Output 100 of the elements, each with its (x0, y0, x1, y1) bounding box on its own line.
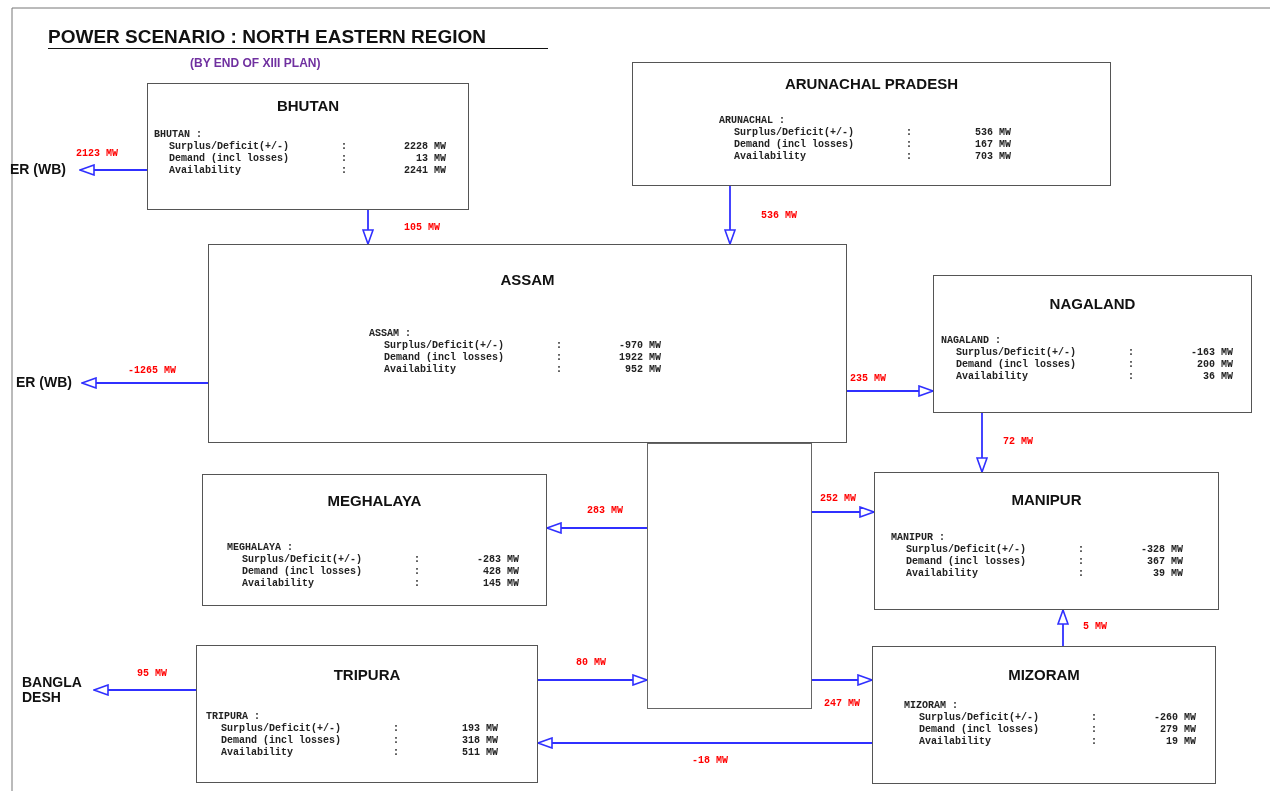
box-title: BHUTAN (276, 97, 340, 114)
data-label: Demand (incl losses) (242, 566, 364, 578)
data-label: Demand (incl losses) (384, 352, 506, 364)
data-value: 200 MW (1196, 359, 1233, 371)
data-label: Availability (384, 364, 457, 376)
arrow (362, 209, 374, 245)
edge-label: -1265 MW (127, 364, 177, 376)
data-label: Availability (221, 747, 294, 759)
arrow (724, 185, 736, 245)
data-value: -163 MW (1190, 347, 1233, 359)
box-title: NAGALAND (1049, 295, 1136, 312)
data-separator: : (906, 127, 913, 139)
arrow (81, 377, 209, 389)
data-value: 36 MW (1202, 371, 1233, 383)
region-label: ER (WB) (16, 375, 82, 392)
data-label: Surplus/Deficit(+/-) (221, 723, 343, 735)
data-label: Availability (169, 165, 242, 177)
state-box (874, 472, 1219, 610)
data-value: -328 MW (1140, 544, 1183, 556)
data-value: 318 MW (461, 735, 498, 747)
data-value: 2228 MW (403, 141, 446, 153)
data-value: 511 MW (461, 747, 498, 759)
data-heading: MIZORAM : (904, 700, 959, 712)
data-separator: : (1078, 544, 1085, 556)
data-separator: : (393, 723, 400, 735)
data-separator: : (393, 747, 400, 759)
data-label: Availability (956, 371, 1029, 383)
state-box (632, 62, 1111, 186)
data-value: 13 MW (415, 153, 446, 165)
edge-label: 72 MW (1002, 435, 1034, 447)
data-value: 1922 MW (618, 352, 661, 364)
state-box (933, 275, 1252, 413)
junction-box (647, 443, 812, 709)
arrow (537, 674, 648, 686)
data-heading: MEGHALAYA : (227, 542, 294, 554)
edge-label: 283 MW (586, 504, 624, 516)
diagram-title: POWER SCENARIO : NORTH EASTERN REGION (48, 26, 548, 49)
data-separator: : (341, 141, 348, 153)
data-label: Surplus/Deficit(+/-) (242, 554, 364, 566)
data-separator: : (341, 165, 348, 177)
box-title: MEGHALAYA (327, 492, 422, 509)
data-value: 145 MW (482, 578, 519, 590)
state-box (872, 646, 1216, 784)
region-label: ER (WB) (10, 162, 80, 179)
data-value: 279 MW (1159, 724, 1196, 736)
state-box (202, 474, 547, 606)
data-separator: : (1091, 724, 1098, 736)
edge-label: 5 MW (1082, 620, 1108, 632)
data-label: Demand (incl losses) (734, 139, 856, 151)
data-separator: : (1128, 359, 1135, 371)
data-value: 193 MW (461, 723, 498, 735)
data-label: Demand (incl losses) (906, 556, 1028, 568)
data-separator: : (1091, 712, 1098, 724)
data-value: 2241 MW (403, 165, 446, 177)
data-separator: : (414, 554, 421, 566)
data-label: Demand (incl losses) (956, 359, 1078, 371)
data-value: 167 MW (974, 139, 1011, 151)
data-label: Surplus/Deficit(+/-) (906, 544, 1028, 556)
data-label: Demand (incl losses) (919, 724, 1041, 736)
data-label: Surplus/Deficit(+/-) (956, 347, 1078, 359)
data-separator: : (556, 340, 563, 352)
data-value: 39 MW (1152, 568, 1183, 580)
data-separator: : (341, 153, 348, 165)
data-value: 19 MW (1165, 736, 1196, 748)
edge-label: -18 MW (691, 754, 729, 766)
arrow (976, 412, 988, 473)
data-label: Availability (242, 578, 315, 590)
box-title: MIZORAM (1008, 666, 1080, 683)
box-title: ARUNACHAL PRADESH (784, 75, 959, 92)
arrow (537, 737, 873, 749)
edge-label: 105 MW (403, 221, 441, 233)
data-heading: NAGALAND : (941, 335, 1002, 347)
data-label: Demand (incl losses) (221, 735, 343, 747)
data-label: Surplus/Deficit(+/-) (384, 340, 506, 352)
data-value: -970 MW (618, 340, 661, 352)
edge-label: 252 MW (819, 492, 857, 504)
data-label: Availability (734, 151, 807, 163)
data-label: Surplus/Deficit(+/-) (919, 712, 1041, 724)
state-box (196, 645, 538, 783)
edge-label: 80 MW (575, 656, 607, 668)
data-separator: : (556, 352, 563, 364)
edge-label: 247 MW (823, 697, 861, 709)
data-separator: : (556, 364, 563, 376)
data-value: -260 MW (1153, 712, 1196, 724)
data-separator: : (1078, 556, 1085, 568)
arrow (846, 385, 934, 397)
data-separator: : (393, 735, 400, 747)
box-title: TRIPURA (333, 666, 401, 683)
arrow (811, 674, 873, 686)
region-label: BANGLA DESH (22, 675, 94, 707)
edge-label: 235 MW (849, 372, 887, 384)
data-separator: : (1078, 568, 1085, 580)
box-title: MANIPUR (1011, 491, 1082, 508)
edge-label: 536 MW (760, 209, 798, 221)
data-separator: : (906, 151, 913, 163)
data-label: Availability (906, 568, 979, 580)
data-heading: BHUTAN : (154, 129, 203, 141)
data-separator: : (906, 139, 913, 151)
data-label: Demand (incl losses) (169, 153, 291, 165)
data-value: 428 MW (482, 566, 519, 578)
